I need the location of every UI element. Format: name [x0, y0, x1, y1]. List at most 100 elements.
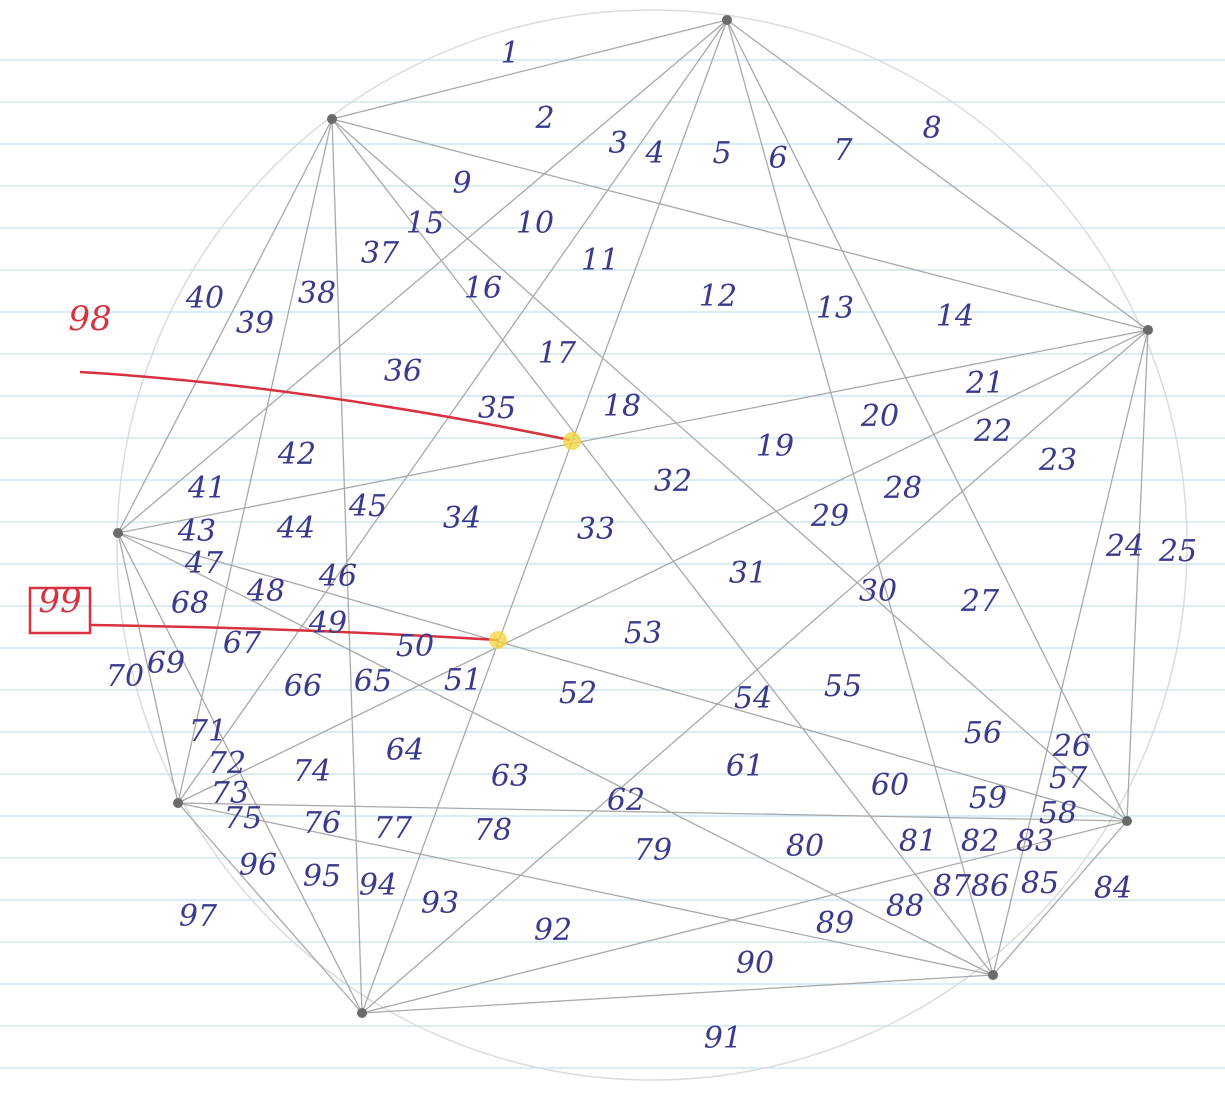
region-label: 40 — [185, 281, 224, 316]
region-label: 18 — [603, 389, 641, 424]
region-label: 77 — [374, 811, 413, 846]
region-label: 46 — [318, 559, 357, 594]
region-label: 49 — [308, 606, 347, 641]
region-label: 31 — [729, 556, 767, 591]
region-label: 47 — [184, 546, 224, 581]
edge-line — [331, 118, 994, 976]
region-label: 95 — [303, 859, 341, 894]
region-label: 5 — [712, 136, 731, 171]
region-label: 16 — [464, 271, 502, 306]
region-label: 17 — [538, 336, 577, 371]
region-label: 36 — [384, 354, 422, 389]
edge-line — [361, 820, 1128, 1014]
edge-line — [177, 802, 994, 976]
region-label: 3 — [608, 126, 627, 161]
region-label: 83 — [1016, 824, 1054, 859]
region-label: 71 — [189, 714, 227, 749]
region-label: 69 — [147, 646, 185, 681]
region-label: 7 — [833, 133, 853, 168]
region-label: 96 — [239, 848, 277, 883]
region-label: 2 — [534, 101, 554, 136]
region-label: 24 — [1105, 529, 1144, 564]
region-label: 87 — [933, 869, 972, 904]
region-label: 85 — [1021, 866, 1059, 901]
edge-line — [726, 19, 1128, 822]
region-label: 91 — [704, 1021, 742, 1056]
vertex-dot — [357, 1008, 367, 1018]
edge-line — [992, 329, 1149, 976]
region-label: 79 — [634, 833, 672, 868]
region-label: 63 — [491, 759, 529, 794]
region-label: 93 — [421, 886, 459, 921]
region-label: 89 — [816, 906, 854, 941]
edge-line — [117, 532, 1128, 822]
edge-line — [361, 329, 1149, 1014]
region-label: 53 — [624, 616, 662, 651]
region-label: 55 — [824, 669, 862, 704]
vertex-dot — [988, 970, 998, 980]
region-label: 52 — [559, 676, 597, 711]
region-label: 22 — [973, 414, 1012, 449]
region-label: 72 — [208, 746, 246, 781]
region-label: 62 — [607, 783, 645, 818]
edge-line — [117, 532, 363, 1014]
region-label: 65 — [354, 664, 392, 699]
edge-line — [1126, 329, 1149, 822]
edge-line — [177, 802, 1128, 822]
region-label: 80 — [786, 829, 824, 864]
region-label: 74 — [293, 754, 331, 789]
region-label: 66 — [284, 669, 322, 704]
region-label: 75 — [224, 801, 262, 836]
region-label: 81 — [899, 824, 937, 859]
region-label: 30 — [859, 574, 897, 609]
region-label: 6 — [768, 141, 787, 176]
notebook-rules — [0, 59, 1225, 1069]
region-label: 4 — [644, 136, 664, 171]
edge-line — [117, 19, 728, 534]
region-label: 27 — [960, 584, 1000, 619]
edge-line — [361, 974, 994, 1014]
region-label: 78 — [474, 813, 512, 848]
edge-line — [177, 19, 728, 804]
edge-line — [117, 329, 1149, 534]
edge-line — [117, 532, 179, 804]
region-label: 26 — [1052, 729, 1091, 764]
circumscribed-circle — [116, 9, 1188, 1081]
note-label: 99 — [38, 581, 81, 621]
region-label: 19 — [756, 429, 794, 464]
region-label: 73 — [211, 776, 249, 811]
region-label: 90 — [736, 946, 774, 981]
region-label: 68 — [171, 586, 209, 621]
graph-vertices — [113, 15, 1153, 1018]
highlight-point-a — [563, 432, 581, 450]
highlight-point-b — [489, 631, 507, 649]
region-label: 10 — [516, 206, 554, 241]
region-label: 15 — [406, 206, 444, 241]
edge-line — [177, 118, 333, 804]
vertex-dot — [1143, 325, 1153, 335]
region-label: 13 — [816, 291, 854, 326]
region-label: 41 — [187, 471, 226, 506]
region-label: 29 — [810, 499, 849, 534]
vertex-dot — [327, 114, 337, 124]
region-label: 38 — [298, 276, 336, 311]
region-label: 64 — [386, 733, 424, 768]
region-label: 1 — [500, 36, 519, 71]
region-label: 33 — [577, 512, 615, 547]
region-label: 39 — [236, 306, 274, 341]
region-label: 32 — [654, 464, 692, 499]
region-label: 35 — [478, 391, 516, 426]
region-label: 50 — [396, 629, 434, 664]
edge-line — [361, 19, 728, 1014]
region-label: 45 — [348, 489, 387, 524]
edge-line — [331, 19, 728, 120]
region-label: 43 — [177, 514, 216, 549]
region-label: 97 — [179, 899, 218, 934]
vertex-dot — [722, 15, 732, 25]
region-label: 57 — [1049, 761, 1088, 796]
edge-line — [726, 19, 1149, 331]
vertex-dot — [113, 528, 123, 538]
region-label: 58 — [1039, 796, 1077, 831]
region-label: 20 — [860, 399, 899, 434]
edge-line — [117, 532, 994, 976]
